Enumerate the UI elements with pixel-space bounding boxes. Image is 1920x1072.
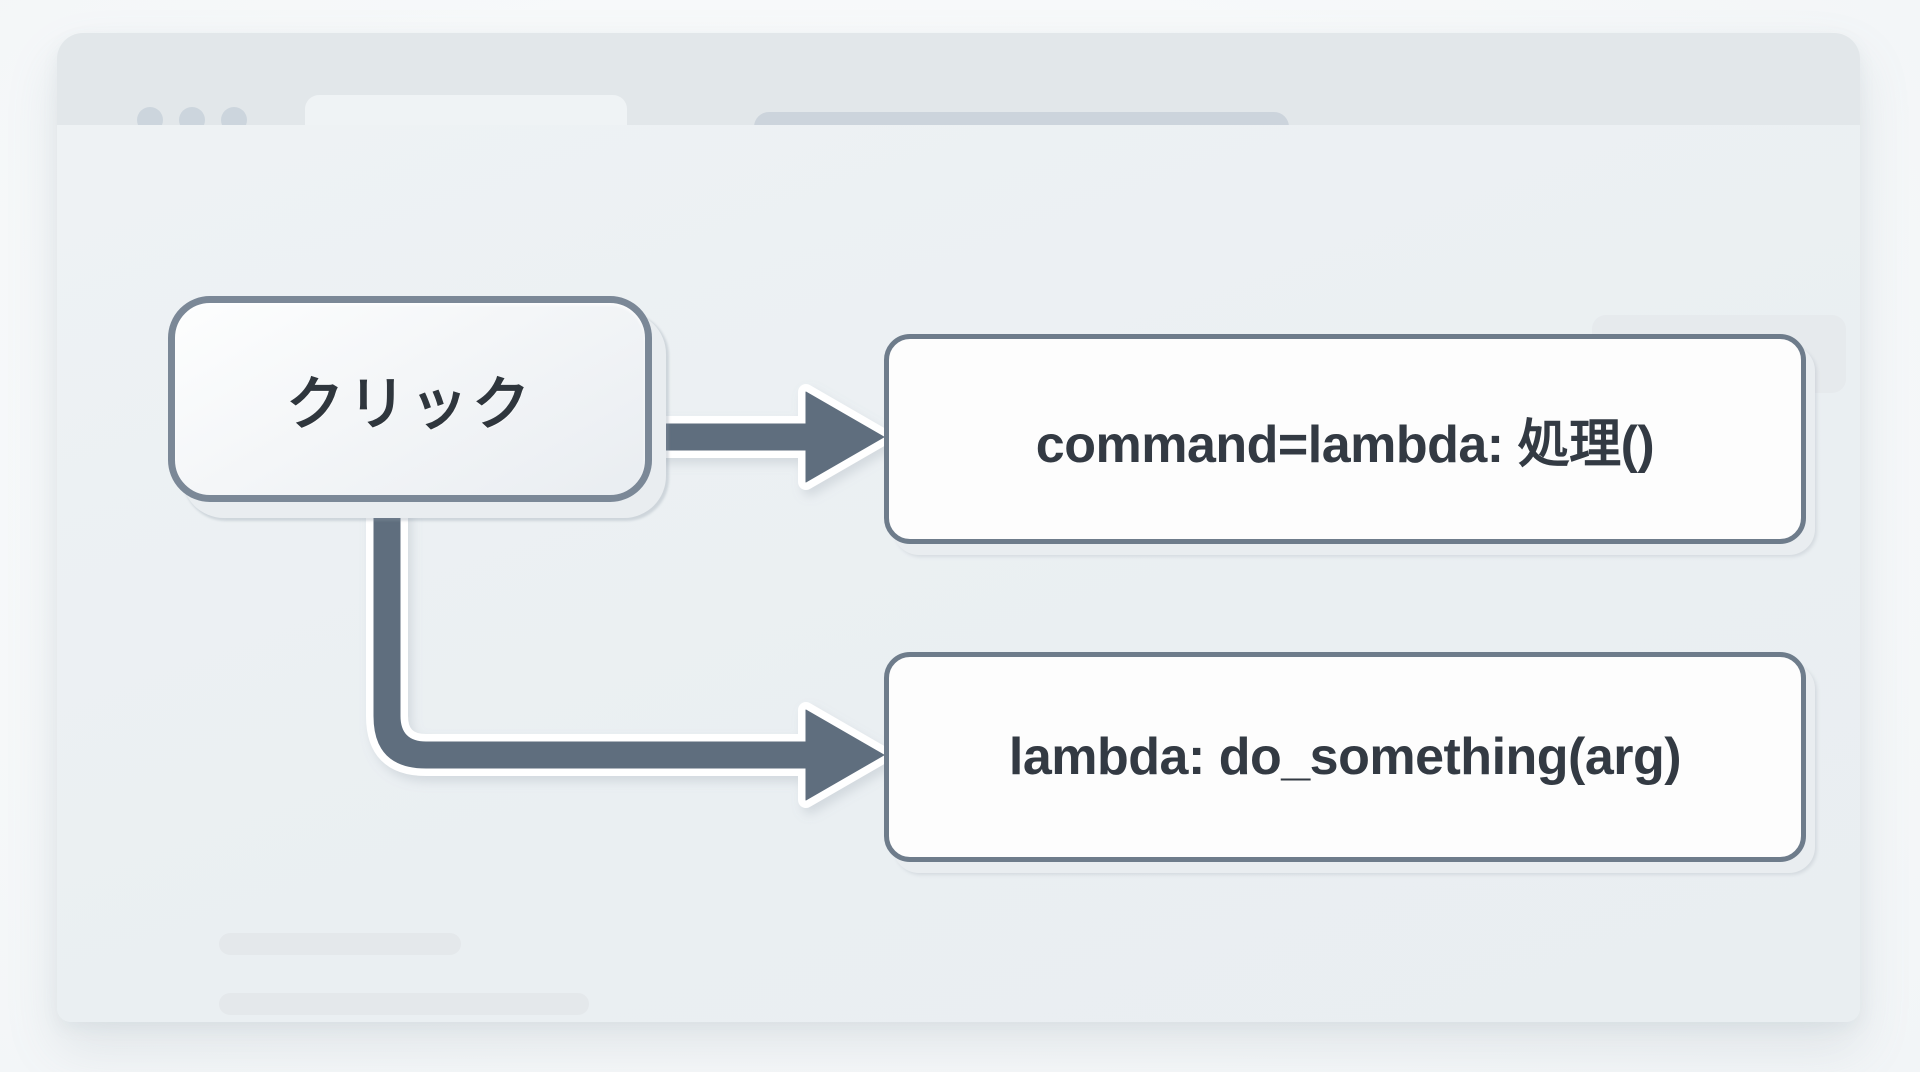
command-callback-text: command=lambda: 処理() — [1035, 415, 1655, 474]
lambda-callback-text: lambda: do_something(arg) — [1008, 728, 1682, 786]
lambda-callback-box[interactable]: lambda: do_something(arg) — [884, 652, 1806, 862]
click-button-node[interactable]: クリック — [168, 296, 652, 502]
command-callback-box[interactable]: command=lambda: 処理() — [884, 334, 1806, 544]
page-content-canvas — [57, 125, 1860, 1022]
placeholder-text-bar — [219, 933, 461, 955]
click-button-label: クリック — [285, 372, 534, 437]
placeholder-text-bar — [219, 993, 589, 1015]
browser-chrome-bar — [57, 33, 1860, 153]
